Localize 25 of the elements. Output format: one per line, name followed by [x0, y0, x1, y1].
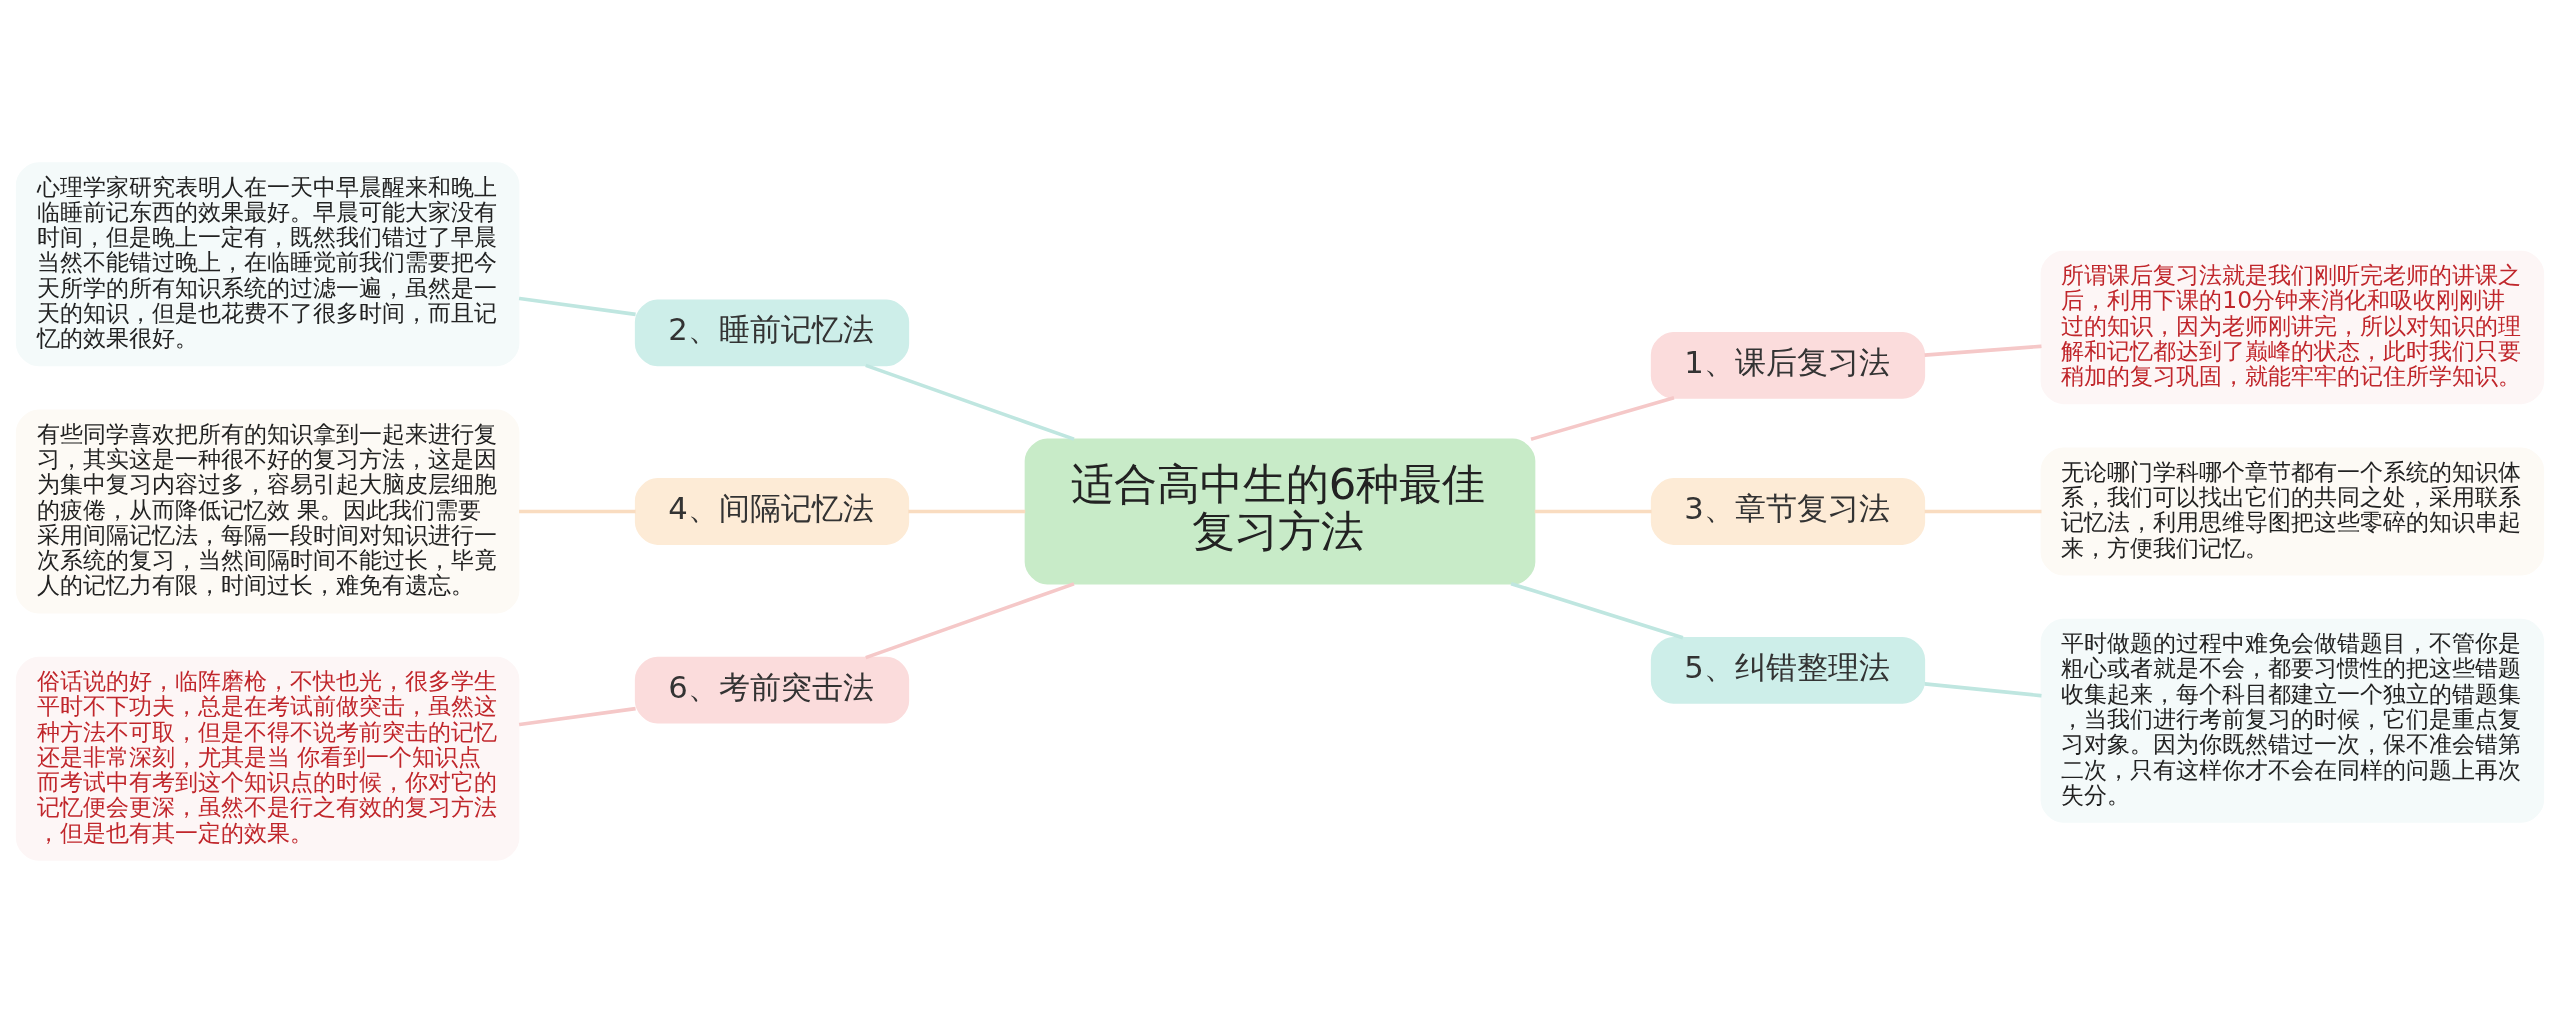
connector [1534, 509, 1652, 514]
node-box: 2、睡前记忆法 [634, 299, 910, 367]
connector [865, 582, 1075, 660]
connector [1924, 682, 2042, 698]
connector [518, 706, 636, 727]
connector [519, 509, 636, 514]
connector [1924, 344, 2042, 357]
connector [908, 509, 1026, 514]
node-box: 所谓课后复习法就是我们刚听完老师的讲课之后，利用下课的10分钟来消化和吸收刚刚讲过的知识，因为老师刚讲完，所以对知识的理解和记忆都达到了巅峰的状态，此时我们只要稍加的复习巩固，就能牢牢的记住所学知识。 [2040, 250, 2545, 405]
connector [1530, 396, 1675, 441]
node-box: 5、纠错整理法 [1650, 636, 1926, 704]
node-box: 1、课后复习法 [1650, 331, 1926, 399]
connector [1924, 509, 2042, 514]
node-box: 心理学家研究表明人在一天中早晨醒来和晚上临睡前记东西的效果最好。早晨可能大家没有时间，但是晚上一定有，既然我们错过了早晨当然不能错过晚上，在临睡觉前我们需要把今天所学的所有知识系统的过滤一遍，虽然是一天的知识，但是也花费不了很多时间，而且记忆的效果很好。 [15, 162, 520, 367]
node-box: 俗话说的好，临阵磨枪，不快也光，很多学生平时不下功夫，总是在考试前做突击，虽然这种方法不可取，但是不得不说考前突击的记忆还是非常深刻，尤其是当 你看到一个知识点而考试中有考到这个知识点的时候，你对它的记忆便会更深，虽然不是行之有效的复习方法，但是也有其一定的效果。 [15, 656, 520, 861]
node-box: 无论哪门学科哪个章节都有一个系统的知识体系，我们可以找出它们的共同之处，采用联系记忆法，利用思维导图把这些零碎的知识串起来，方便我们记忆。 [2040, 447, 2545, 576]
node-box: 4、间隔记忆法 [634, 478, 910, 545]
node-box: 适合高中生的6种最佳复习方法 [1024, 438, 1536, 585]
connector [518, 296, 636, 317]
node-box: 平时做题的过程中难免会做错题目，不管你是粗心或者就是不会，都要习惯性的把这些错题收集起来，每个科目都建立一个独立的错题集，当我们进行考前复习的时候，它们是重点复习对象。因为你既然错过一次，保不准会错第二次，只有这样你才不会在同样的问题上再次失分。 [2040, 618, 2545, 823]
connector [1510, 581, 1684, 640]
node-box: 3、章节复习法 [1650, 478, 1926, 545]
node-box: 有些同学喜欢把所有的知识拿到一起来进行复习，其实这是一种很不好的复习方法，这是因为集中复习内容过多，容易引起大脑皮层细胞的疲倦，从而降低记忆效 果。因此我们需要采用间隔记忆法，每隔一段时间对知识进行一次系统的复习，当然间隔时间不能过长，毕竟人的记忆力有限，时间过长，难免有遗忘。 [15, 409, 520, 614]
node-box: 6、考前突击法 [634, 656, 910, 724]
connector [865, 363, 1075, 441]
